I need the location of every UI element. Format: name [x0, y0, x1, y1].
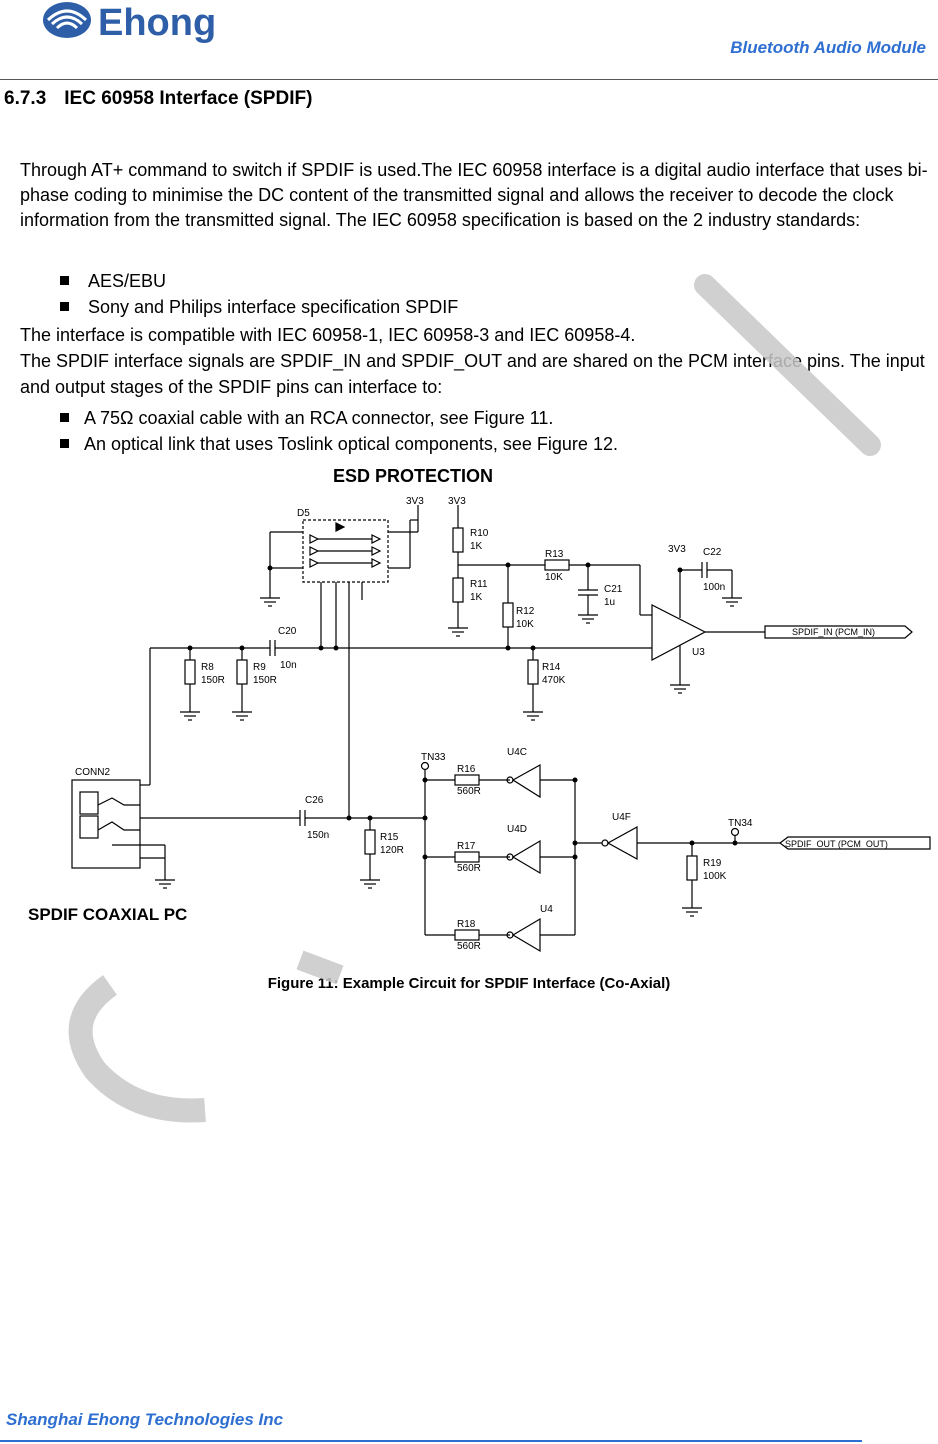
u4-label: U4	[540, 904, 553, 915]
compatibility-paragraph: The interface is compatible with IEC 609…	[20, 322, 935, 400]
standards-list: AES/EBU Sony and Philips interface speci…	[58, 268, 458, 320]
list-item: AES/EBU	[58, 268, 458, 294]
section-heading: 6.7.3 IEC 60958 Interface (SPDIF)	[4, 88, 312, 110]
tn34-label: TN34	[728, 818, 753, 829]
c26-label: C26	[305, 795, 324, 806]
footer-divider	[0, 1440, 862, 1442]
header-title: Bluetooth Audio Module	[730, 38, 926, 57]
u4d-label: U4D	[507, 824, 527, 835]
conn2-label: CONN2	[75, 767, 110, 778]
c20-label: C20	[278, 626, 297, 637]
r19-label: R19	[703, 858, 722, 869]
spdif-out-label: SPDIF_OUT (PCM_OUT)	[785, 839, 888, 849]
section-number: 6.7.3	[4, 88, 47, 109]
logo-text: Ehong	[98, 2, 216, 44]
r9-value: 150R	[253, 675, 277, 686]
r13-value: 10K	[545, 572, 563, 583]
c21-value: 1u	[604, 597, 615, 608]
list-item: Sony and Philips interface specification…	[58, 294, 458, 320]
footer-company: Shanghai Ehong Technologies Inc	[6, 1410, 284, 1429]
supply-label: 3V3	[668, 544, 686, 555]
c22-value: 100n	[703, 582, 725, 593]
r11-label: R11	[470, 579, 488, 590]
header-divider	[0, 79, 938, 80]
c22-label: C22	[703, 547, 722, 558]
r10-value: 1K	[470, 541, 483, 552]
r18-label: R18	[457, 919, 476, 930]
spdif-circuit-schematic: ESD PROTECTION D5 3V3 3V3 3V3 R10 1K R11…	[28, 466, 931, 953]
list-item: An optical link that uses Toslink optica…	[58, 431, 618, 457]
r8-value: 150R	[201, 675, 225, 686]
c26-value: 150n	[307, 830, 329, 841]
spdif-in-label: SPDIF_IN (PCM_IN)	[792, 627, 875, 637]
r17-value: 560R	[457, 863, 481, 874]
r10-label: R10	[470, 528, 489, 539]
company-logo: Ehong	[43, 2, 216, 44]
supply-label: 3V3	[406, 496, 424, 507]
r11-value: 1K	[470, 592, 483, 603]
r14-label: R14	[542, 662, 561, 673]
r18-value: 560R	[457, 941, 481, 952]
esd-protection-label: ESD PROTECTION	[333, 466, 493, 486]
d5-label: D5	[297, 508, 310, 519]
interface-list: A 75Ω coaxial cable with an RCA connecto…	[58, 405, 618, 457]
signals-line: The SPDIF interface signals are SPDIF_IN…	[20, 351, 925, 397]
r12-value: 10K	[516, 619, 534, 630]
intro-paragraph: Through AT+ command to switch if SPDIF i…	[20, 160, 928, 230]
figure-caption: Figure 11: Example Circuit for SPDIF Int…	[267, 975, 671, 992]
supply-label: 3V3	[448, 496, 466, 507]
c20-value: 10n	[280, 660, 297, 671]
r14-value: 470K	[542, 675, 566, 686]
r17-label: R17	[457, 841, 476, 852]
section-title: IEC 60958 Interface (SPDIF)	[64, 88, 313, 109]
u3-label: U3	[692, 647, 705, 658]
coaxial-label: SPDIF COAXIAL PC	[28, 905, 187, 924]
r13-label: R13	[545, 549, 564, 560]
u4f-label: U4F	[612, 812, 631, 823]
r12-label: R12	[516, 606, 535, 617]
r16-value: 560R	[457, 786, 481, 797]
r15-value: 120R	[380, 845, 404, 856]
c21-label: C21	[604, 584, 623, 595]
r15-label: R15	[380, 832, 399, 843]
u4c-label: U4C	[507, 747, 527, 758]
r9-label: R9	[253, 662, 266, 673]
r16-label: R16	[457, 764, 476, 775]
compatibility-line: The interface is compatible with IEC 609…	[20, 325, 636, 345]
r8-label: R8	[201, 662, 214, 673]
list-item: A 75Ω coaxial cable with an RCA connecto…	[58, 405, 618, 431]
logo-emblem-icon	[43, 2, 91, 38]
tn33-label: TN33	[421, 752, 446, 763]
r19-value: 100K	[703, 871, 727, 882]
